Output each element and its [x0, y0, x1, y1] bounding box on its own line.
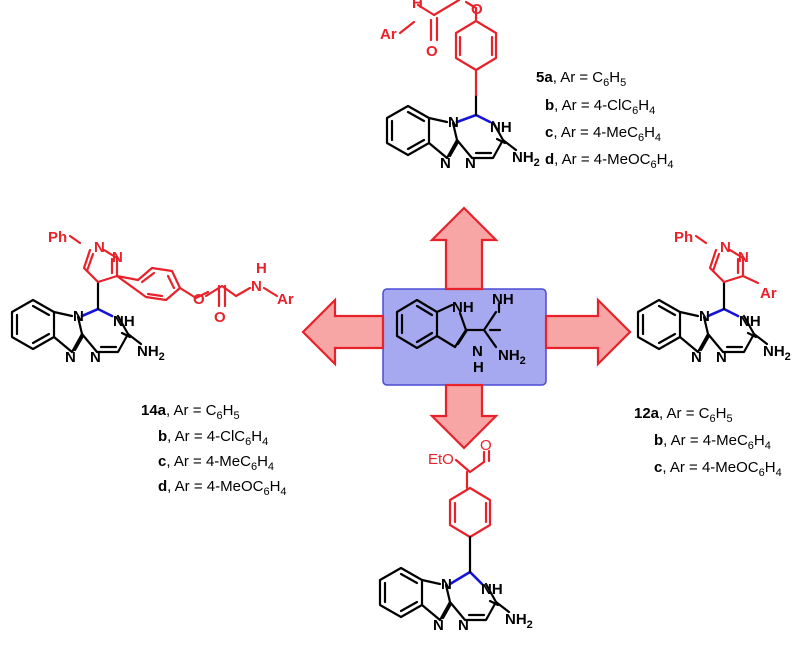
series-5-item-a: 5a, Ar = C6H5 [536, 69, 626, 89]
bottom-eto-label: EtO [428, 451, 454, 468]
left-nh2-label: NH2 [137, 343, 165, 363]
center-molecule: NH NH N H NH2 [395, 291, 526, 376]
right-pyrazole-n1-label: N [720, 239, 731, 256]
center-imine-label: NH [492, 291, 514, 308]
center-nh2-label: NH2 [498, 347, 526, 367]
bottom-n1-label: N [441, 576, 452, 593]
top-nh-label: NH [490, 119, 512, 136]
series-5-item-d: d, Ar = 4-MeOC6H4 [545, 151, 674, 171]
bottom-nh2-label: NH2 [505, 611, 533, 631]
arrow-right [544, 297, 632, 367]
right-n2-label: N [691, 349, 702, 366]
series-14-item-a: 14a, Ar = C6H5 [141, 402, 240, 422]
left-carbonyl-o-label: O [214, 309, 226, 326]
right-ph-label: Ph [674, 229, 693, 246]
arrow-down [429, 383, 499, 450]
center-n-label: N [472, 343, 483, 360]
series-12-item-c: c, Ar = 4-MeOC6H4 [654, 459, 782, 479]
left-nh-label: NH [113, 313, 135, 330]
series-12-item-a: 12a, Ar = C6H5 [634, 405, 733, 425]
bottom-nh-label: NH [481, 581, 503, 598]
product-top: N NH N N NH2 O O H Ar [380, 0, 540, 172]
arrow-up [429, 206, 499, 291]
right-nh2-label: NH2 [763, 343, 791, 363]
center-h-label: H [473, 359, 484, 376]
bottom-carbonyl-o-label: O [480, 437, 492, 454]
product-right: N NH N N NH2 N N Ph Ar [636, 229, 791, 366]
bottom-n3-label: N [458, 617, 469, 634]
left-ph-label: Ph [48, 229, 67, 246]
series-14-item-d: d, Ar = 4-MeOC6H4 [158, 478, 287, 498]
product-left: N NH N N NH2 N N Ph O O N H Ar [10, 229, 294, 366]
series-5-item-c: c, Ar = 4-MeC6H4 [545, 124, 661, 144]
series-12-item-b: b, Ar = 4-MeC6H4 [654, 432, 771, 452]
right-n3-label: N [716, 349, 727, 366]
left-n3-label: N [90, 349, 101, 366]
series-14-item-b: b, Ar = 4-ClC6H4 [158, 428, 268, 448]
top-n1-label: N [448, 114, 459, 131]
left-ether-o-label: O [193, 291, 205, 308]
left-n2-label: N [65, 349, 76, 366]
left-pyrazole-n2-label: N [112, 249, 123, 266]
bottom-n2-label: N [433, 617, 444, 634]
product-bottom: EtO O N NH N N NH2 [378, 437, 533, 634]
left-pyrazole-n1-label: N [94, 239, 105, 256]
top-carbonyl-o-label: O [426, 43, 438, 60]
left-amide-n-label: N [251, 278, 262, 295]
left-ar-label: Ar [277, 291, 294, 308]
top-ether-o-label: O [471, 1, 483, 18]
right-n1-label: N [699, 308, 710, 325]
top-n3-label: N [465, 155, 476, 172]
right-ar-label: Ar [760, 285, 777, 302]
top-nh2-label: NH2 [512, 149, 540, 169]
series-5-list: 5a, Ar = C6H5 b, Ar = 4-ClC6H4 c, Ar = 4… [536, 69, 674, 171]
arrow-left [301, 297, 385, 367]
series-12-list: 12a, Ar = C6H5 b, Ar = 4-MeC6H4 c, Ar = … [634, 405, 782, 479]
center-nh-label: NH [452, 299, 474, 316]
series-14-list: 14a, Ar = C6H5 b, Ar = 4-ClC6H4 c, Ar = … [141, 402, 287, 498]
series-14-item-c: c, Ar = 4-MeC6H4 [158, 453, 274, 473]
right-nh-label: NH [739, 313, 761, 330]
left-n1-label: N [73, 308, 84, 325]
left-amide-h-label: H [256, 260, 267, 277]
right-pyrazole-n2-label: N [738, 249, 749, 266]
top-n2-label: N [440, 155, 451, 172]
series-5-item-b: b, Ar = 4-ClC6H4 [545, 97, 655, 117]
top-ar-label: Ar [380, 26, 397, 43]
top-amide-h-label: H [412, 0, 423, 12]
